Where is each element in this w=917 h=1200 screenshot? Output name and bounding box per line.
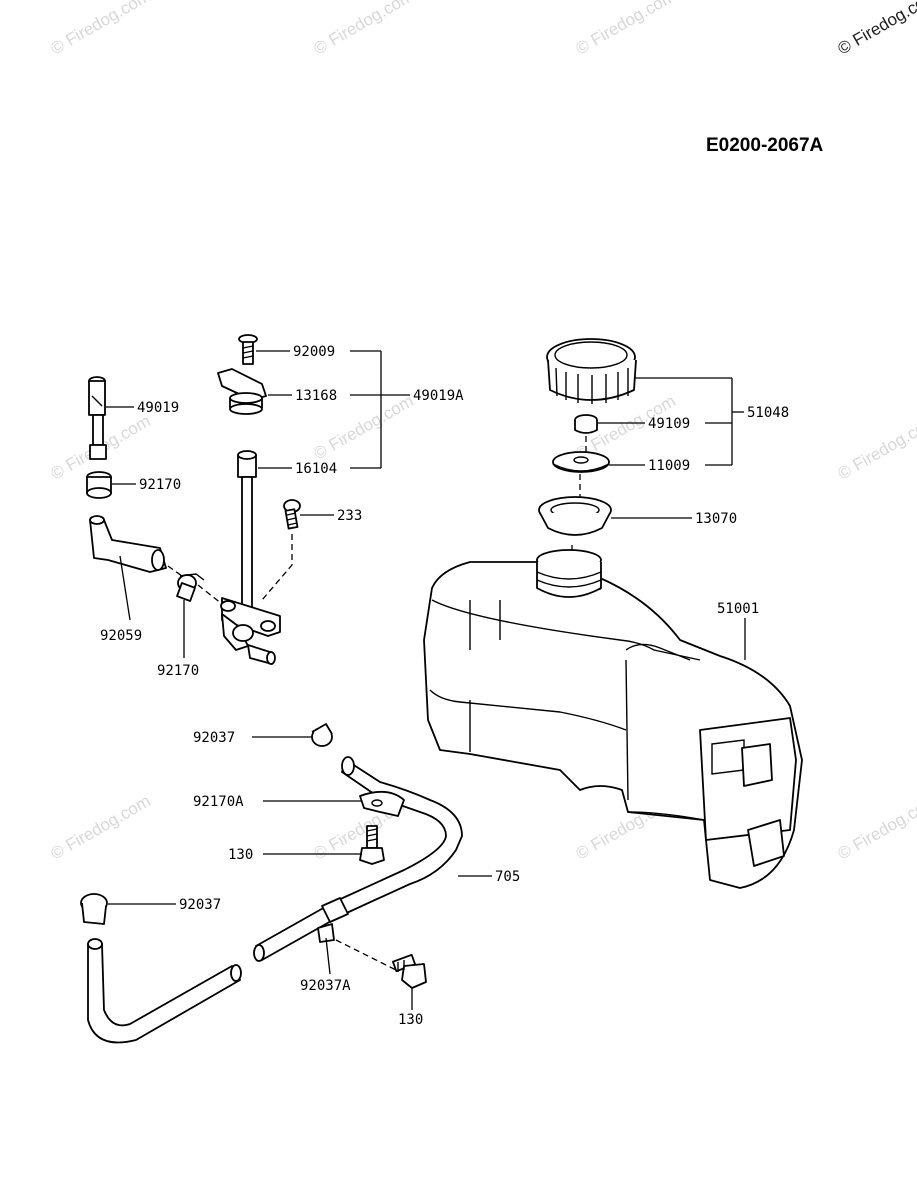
part-label-92037-top: 92037 xyxy=(193,730,235,746)
plate-11009-drawing xyxy=(552,451,610,473)
part-label-130-bottom: 130 xyxy=(398,1012,423,1028)
part-label-49019: 49019 xyxy=(137,400,179,416)
part-label-51048: 51048 xyxy=(747,405,789,421)
hose-lower-end xyxy=(87,938,103,950)
hose-lower-end-right xyxy=(230,964,242,982)
hose-lower-drawing xyxy=(87,943,241,1044)
part-label-92170A: 92170A xyxy=(193,794,244,810)
fuel-tank-cap-assembly xyxy=(538,338,637,555)
clamp-92170-bottom-drawing xyxy=(176,573,205,602)
filter-13070-drawing xyxy=(538,496,612,536)
part-label-49109: 49109 xyxy=(648,416,690,432)
part-label-92170-top: 92170 xyxy=(139,477,181,493)
watermark: © Firedog.com xyxy=(48,0,154,58)
leader-dash-233 xyxy=(261,534,293,601)
leader-lines xyxy=(106,350,746,1010)
part-label-16104: 16104 xyxy=(295,461,337,477)
part-label-51001: 51001 xyxy=(717,601,759,617)
clamp-92170-top-drawing xyxy=(86,471,112,499)
screw-92009-drawing xyxy=(238,334,258,365)
watermark: © Firedog.com xyxy=(573,0,679,58)
clamp-92037-left-drawing xyxy=(80,893,108,925)
fuel-cock-body-drawing xyxy=(220,597,281,665)
part-label-233: 233 xyxy=(337,508,362,524)
fuel-filter-49019-drawing xyxy=(88,376,107,460)
watermark: © Firedog.com xyxy=(835,791,917,863)
hose-705-end xyxy=(341,756,355,776)
bolt-130-top-drawing xyxy=(359,825,385,865)
bracket-92170A-drawing xyxy=(359,790,405,817)
part-labels: 92009 13168 49019A 16104 233 49019 92170… xyxy=(100,344,789,1028)
part-label-92037A: 92037A xyxy=(300,978,351,994)
bolt-130-bottom-drawing xyxy=(391,953,427,989)
fuel-hose-assembly xyxy=(80,723,463,1044)
hose-705-end-lower xyxy=(253,944,265,962)
diagram-code: E0200-2067A xyxy=(706,135,824,156)
leader-dash-hose xyxy=(167,565,223,605)
watermark-corner: © Firedog.com xyxy=(835,0,917,58)
watermark: © Firedog.com xyxy=(835,411,917,483)
cap-51048-drawing xyxy=(546,338,637,404)
part-label-92037-left: 92037 xyxy=(179,897,221,913)
watermark: © Firedog.com xyxy=(48,791,154,863)
watermark: © Firedog.com xyxy=(311,0,417,58)
fuel-cock-assembly xyxy=(217,334,301,665)
part-label-92009: 92009 xyxy=(293,344,335,360)
fuel-filter-hose-assembly xyxy=(86,376,223,605)
part-label-13070: 13070 xyxy=(695,511,737,527)
lever-13168-drawing xyxy=(217,368,267,415)
part-label-13168: 13168 xyxy=(295,388,337,404)
clamp-92037-top-drawing xyxy=(311,723,333,747)
hose-92059-drawing xyxy=(89,515,167,573)
clamp-on-hose-drawing xyxy=(317,897,349,943)
gasket-49109-drawing xyxy=(574,414,598,434)
part-label-49019A: 49019A xyxy=(413,388,464,404)
pipe-16104-drawing xyxy=(237,450,257,608)
part-label-11009: 11009 xyxy=(648,458,690,474)
part-label-130-top: 130 xyxy=(228,847,253,863)
fuel-tank-51001-drawing xyxy=(423,549,803,889)
leader-dash-clamp xyxy=(335,939,397,971)
hose-705-drawing xyxy=(255,759,463,961)
part-label-705: 705 xyxy=(495,869,520,885)
screw-233-drawing xyxy=(283,499,301,530)
part-label-92170-bottom: 92170 xyxy=(157,663,199,679)
part-label-92059: 92059 xyxy=(100,628,142,644)
